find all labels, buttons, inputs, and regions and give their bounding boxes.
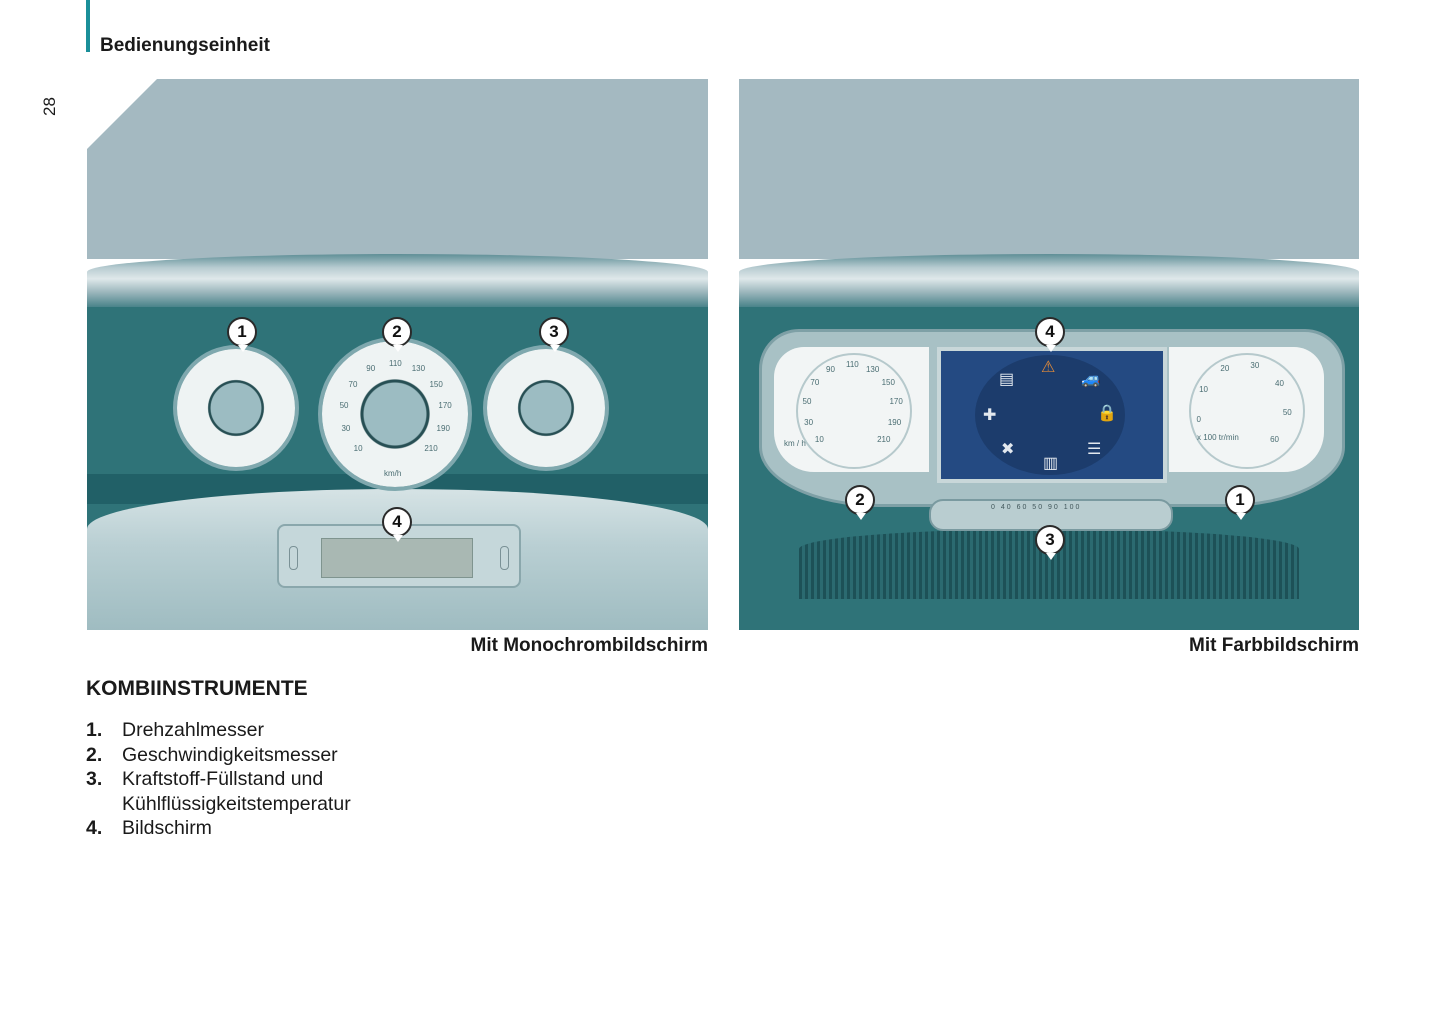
legend-item: 1. Drehzahlmesser bbox=[86, 718, 412, 743]
legend-item: 3. Kraftstoff-Füllstand und Kühlflüssigk… bbox=[86, 767, 412, 816]
legend-number: 2. bbox=[86, 743, 103, 766]
monochrome-lcd bbox=[321, 538, 473, 578]
display-slot-right bbox=[500, 546, 509, 570]
fuel-temp-gauge bbox=[487, 349, 605, 467]
speed-tick-label: 210 bbox=[424, 444, 438, 454]
marker-3: 3 bbox=[539, 317, 569, 352]
speed-tick-label: 110 bbox=[389, 359, 402, 368]
speed-tick-label: 90 bbox=[366, 364, 376, 374]
rev-tick-label: 0 bbox=[1196, 415, 1201, 425]
marker-3: 3 bbox=[1035, 525, 1065, 560]
marker-4: 4 bbox=[1035, 317, 1065, 352]
speed-unit-label: km/h bbox=[384, 469, 402, 478]
speed-tick-label: 190 bbox=[887, 417, 902, 427]
rev-tick-label: 30 bbox=[1250, 361, 1260, 371]
tools-icon: ✖ bbox=[1001, 441, 1015, 458]
speed-tick-label: 50 bbox=[339, 401, 349, 411]
legend-label: Bildschirm bbox=[122, 817, 212, 839]
speed-tick-label: 110 bbox=[846, 360, 859, 369]
warning-triangle-icon: ⚠ bbox=[1041, 359, 1056, 376]
speed-tick-label: 210 bbox=[877, 435, 891, 445]
speed-tick-label: 70 bbox=[810, 378, 820, 388]
tachometer-gauge bbox=[177, 349, 295, 467]
color-display-screen: ⚠ ▤ 🚙 ✚ 🔒 ✖ ☰ ▥ bbox=[937, 347, 1167, 483]
navigation-pad-icon: ✚ bbox=[983, 407, 997, 424]
legend-label: Drehzahlmesser bbox=[122, 719, 264, 741]
speed-tick-label: 150 bbox=[881, 378, 895, 388]
marker-2: 2 bbox=[845, 485, 875, 520]
dashboard-top bbox=[87, 254, 708, 309]
speed-unit-label: km / h bbox=[784, 439, 806, 448]
dashboard-top bbox=[739, 254, 1359, 309]
rev-tick-label: 40 bbox=[1275, 378, 1284, 388]
speed-tick-label: 130 bbox=[411, 364, 426, 374]
vehicle-icon: 🚙 bbox=[1081, 371, 1101, 388]
speed-tick-label: 130 bbox=[865, 364, 880, 374]
speed-tick-label: 30 bbox=[341, 424, 351, 434]
legend-item: 2. Geschwindigkeitsmesser bbox=[86, 743, 412, 768]
section-heading: KOMBIINSTRUMENTE bbox=[86, 677, 308, 700]
speedometer-ring bbox=[796, 353, 912, 469]
marker-4: 4 bbox=[382, 507, 412, 542]
rev-tick-label: 10 bbox=[1199, 385, 1209, 395]
map-icon: ▤ bbox=[999, 371, 1015, 388]
legend-label: Geschwindigkeitsmesser bbox=[122, 743, 338, 766]
speed-tick-label: 170 bbox=[889, 397, 903, 407]
lock-icon: 🔒 bbox=[1097, 405, 1117, 422]
marker-2: 2 bbox=[382, 317, 412, 352]
fuel-temp-scale: 0 40 60 50 90 100 bbox=[991, 504, 1082, 511]
legend-number: 4. bbox=[86, 817, 103, 839]
speed-tick-label: 50 bbox=[802, 397, 812, 407]
speed-tick-label: 30 bbox=[804, 417, 814, 427]
speed-tick-label: 10 bbox=[814, 435, 824, 445]
legend-number: 1. bbox=[86, 719, 103, 741]
legend-number: 3. bbox=[86, 768, 103, 790]
tachometer-dial: x 100 tr/min 0 10 20 30 40 50 60 bbox=[1169, 347, 1324, 472]
speed-tick-label: 150 bbox=[429, 379, 443, 389]
display-slot-left bbox=[289, 546, 298, 570]
marker-1: 1 bbox=[1225, 485, 1255, 520]
settings-bars-icon: ☰ bbox=[1087, 441, 1102, 458]
figure-caption-monochrome: Mit Monochrombildschirm bbox=[470, 635, 709, 656]
figure-caption-color: Mit Farbbildschirm bbox=[1189, 635, 1359, 656]
legend-label: Kraftstoff-Füllstand und Kühlflüssigkeit… bbox=[122, 768, 351, 815]
windshield-area bbox=[739, 79, 1359, 259]
legend-item: 4. Bildschirm bbox=[86, 816, 412, 841]
tachometer-ring bbox=[1189, 353, 1305, 469]
speed-tick-label: 70 bbox=[348, 379, 358, 389]
speed-tick-label: 190 bbox=[436, 424, 450, 434]
menu-icon-ring: ⚠ ▤ 🚙 ✚ 🔒 ✖ ☰ ▥ bbox=[975, 355, 1125, 475]
rev-unit-label: x 100 tr/min bbox=[1197, 433, 1239, 442]
trip-computer-icon: ▥ bbox=[1043, 455, 1059, 472]
speed-tick-label: 170 bbox=[438, 401, 452, 411]
page-number: 28 bbox=[40, 97, 59, 116]
instrument-legend-list: 1. Drehzahlmesser 2. Geschwindigkeitsmes… bbox=[86, 718, 412, 841]
speed-tick-label: 10 bbox=[353, 444, 363, 454]
windshield-area bbox=[87, 79, 708, 259]
section-title: Bedienungseinheit bbox=[100, 35, 270, 56]
section-accent-bar bbox=[86, 0, 90, 52]
rev-tick-label: 60 bbox=[1270, 435, 1280, 445]
rev-tick-label: 20 bbox=[1220, 364, 1230, 374]
speed-tick-label: 90 bbox=[826, 364, 835, 374]
marker-1: 1 bbox=[227, 317, 257, 352]
rev-tick-label: 50 bbox=[1282, 407, 1292, 417]
